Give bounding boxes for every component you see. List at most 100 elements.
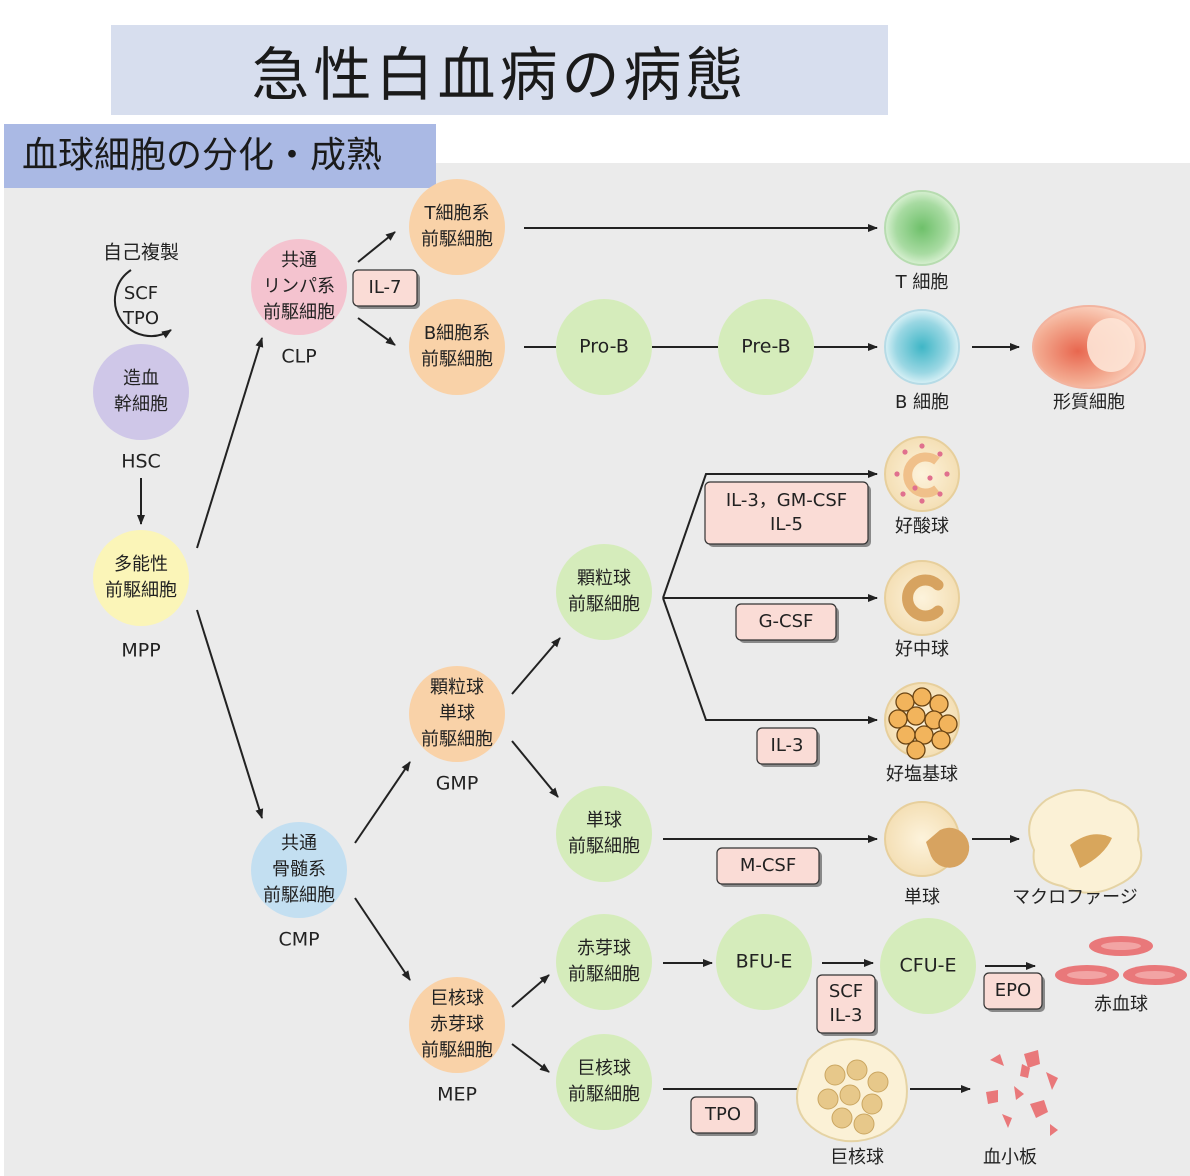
self-renewal-label: 自己複製 — [103, 242, 179, 264]
cfu-e-circle — [880, 918, 976, 1014]
il7-box: IL-7 — [352, 269, 420, 309]
erythrocyte: 赤血球 — [1055, 936, 1187, 1015]
section-subtitle: 血球細胞の分化・成熟 — [22, 135, 383, 176]
t-prog-label: T細胞系 — [424, 203, 490, 224]
macrophage: マクロファージ — [1012, 789, 1143, 908]
mpp-caption: MPP — [121, 640, 160, 662]
mature-cells-layer: T 細胞 B 細胞 形質細胞好酸球好中球好塩基球単球マクロファージ赤血球巨核球血小板 — [796, 190, 1187, 1168]
scf-il3-box-text: SCF — [829, 981, 863, 1002]
platelet-icon — [990, 1054, 1004, 1066]
platelet-icon — [1024, 1050, 1040, 1068]
t-cell-icon — [884, 190, 960, 266]
eosinophil-label: 好酸球 — [895, 516, 949, 537]
eosinophil-factor-box-text: IL-5 — [770, 514, 803, 535]
tpo-box-text: TPO — [704, 1104, 741, 1125]
mono-prog-label: 単球 — [586, 810, 622, 831]
mep-label: 前駆細胞 — [421, 1040, 493, 1061]
tpo-box: TPO — [690, 1096, 758, 1136]
mep-to-mk-arrow — [511, 1043, 550, 1073]
hsc-circle — [93, 344, 189, 440]
b-prog-circle — [409, 299, 505, 395]
t-cell-label: T 細胞 — [895, 272, 949, 293]
platelet: 血小板 — [983, 1050, 1058, 1168]
mono-prog-label: 前駆細胞 — [568, 836, 640, 857]
plasma-cell: 形質細胞 — [1032, 305, 1146, 413]
platelet-icon — [1050, 1124, 1058, 1136]
neutrophil-icon — [884, 560, 960, 636]
b-prog-label: 前駆細胞 — [421, 349, 493, 370]
gran-prog-circle — [556, 544, 652, 640]
megakaryocyte: 巨核球 — [796, 1038, 908, 1168]
basophil-label: 好塩基球 — [886, 764, 958, 785]
b-prog-label: B細胞系 — [424, 323, 490, 344]
monocyte: 単球 — [884, 801, 970, 908]
pro-b-label: Pro-B — [579, 336, 629, 358]
mep-caption: MEP — [437, 1084, 477, 1106]
mk-prog-label: 前駆細胞 — [568, 1084, 640, 1105]
hsc-label: 造血 — [123, 368, 159, 389]
gran-to-eosinophil-arrow — [662, 470, 878, 599]
cmp-to-mep-arrow — [354, 897, 411, 981]
platelet-icon — [1014, 1086, 1024, 1100]
clp-to-t-arrow — [357, 231, 396, 263]
page-title: 急性白血病の病態 — [251, 41, 748, 109]
ery-prog-circle — [556, 914, 652, 1010]
il3-box-text: IL-3 — [771, 735, 804, 756]
ery-prog-label: 前駆細胞 — [568, 964, 640, 985]
gcsf-box: G-CSF — [735, 603, 839, 643]
erythrocyte-label: 赤血球 — [1094, 994, 1148, 1015]
hsc-label: 幹細胞 — [114, 394, 168, 415]
gmp-label: 顆粒球 — [430, 677, 484, 698]
gran-prog-label: 前駆細胞 — [568, 594, 640, 615]
platelet-icon — [986, 1090, 998, 1104]
cfu-e-label: CFU-E — [900, 955, 957, 977]
macrophage-label: マクロファージ — [1012, 887, 1138, 908]
hsc-caption: HSC — [121, 451, 161, 473]
bfu-e-circle — [716, 914, 812, 1010]
cmp-circle — [251, 822, 347, 918]
pre-b-label: Pre-B — [741, 336, 790, 358]
b-cell-label: B 細胞 — [895, 392, 949, 413]
cmp-label: 共通 — [281, 833, 317, 854]
factor-boxes-layer: IL-7IL-3，GM-CSFIL-5G-CSFIL-3M-CSFSCFIL-3… — [352, 269, 1045, 1136]
arrows-layer — [137, 224, 1036, 1093]
platelet-icon — [1030, 1100, 1048, 1118]
mep-circle — [409, 977, 505, 1073]
bfu-e-node: BFU-E — [716, 914, 812, 1010]
il3-box: IL-3 — [756, 727, 820, 767]
cmp-label: 前駆細胞 — [263, 885, 335, 906]
nodes-layer: 造血幹細胞HSC多能性前駆細胞MPP共通リンパ系前駆細胞CLP共通骨髄系前駆細胞… — [93, 179, 976, 1130]
b-cell-icon — [884, 309, 960, 385]
clp-circle — [251, 239, 347, 335]
neutrophil: 好中球 — [884, 560, 960, 660]
epo-box-text: EPO — [995, 980, 1031, 1001]
mk-prog-circle — [556, 1034, 652, 1130]
mk-prog-label: 巨核球 — [577, 1058, 631, 1079]
platelet-icon — [1002, 1114, 1012, 1128]
basophil: 好塩基球 — [884, 682, 960, 785]
clp-label: 前駆細胞 — [263, 302, 335, 323]
subtitle-banner: 血球細胞の分化・成熟 — [4, 124, 436, 188]
eosinophil: 好酸球 — [884, 436, 960, 537]
cmp-to-gmp-arrow — [354, 761, 411, 844]
ery-prog-label: 赤芽球 — [577, 938, 631, 959]
pre-b-circle — [718, 299, 814, 395]
gmp-to-gran-arrow — [511, 637, 561, 695]
platelet-icon — [1046, 1072, 1058, 1090]
cmp-label: 骨髄系 — [272, 859, 326, 880]
title-banner: 急性白血病の病態 — [111, 25, 888, 115]
plasma-cell-label: 形質細胞 — [1053, 392, 1125, 413]
gmp-caption: GMP — [436, 773, 479, 795]
gmp-label: 前駆細胞 — [421, 729, 493, 750]
